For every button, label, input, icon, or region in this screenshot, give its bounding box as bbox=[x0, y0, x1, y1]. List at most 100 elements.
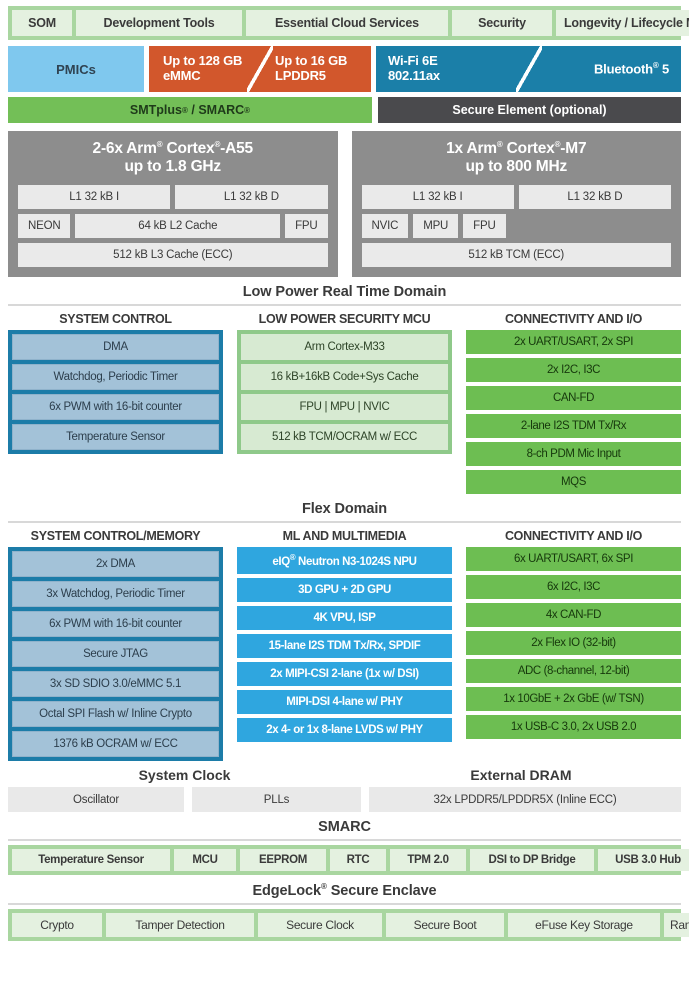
cpu-core-cell: MPU bbox=[413, 214, 459, 239]
lpddr5-line2: LPDDR5 bbox=[275, 68, 326, 83]
emmc-block: Up to 128 GB eMMC bbox=[149, 46, 259, 92]
feature-item: 16 kB+16kB Code+Sys Cache bbox=[241, 364, 448, 391]
feature-item: 6x PWM with 16-bit counter bbox=[12, 394, 219, 421]
som-chip: Development Tools bbox=[76, 10, 242, 36]
smarc-label: / SMARC bbox=[191, 103, 245, 117]
smarc-chip: MCU bbox=[174, 849, 236, 872]
cpu-core-cell: NVIC bbox=[361, 214, 409, 239]
feature-item: 512 kB TCM/OCRAM w/ ECC bbox=[241, 424, 448, 451]
som-chip: SOM bbox=[12, 10, 72, 36]
smarc-chip: Crypto bbox=[12, 912, 102, 937]
plls-box: PLLs bbox=[192, 787, 361, 813]
smtplus-label: SMTplus bbox=[129, 103, 182, 117]
memory-wireless-band: PMICs Up to 128 GB eMMC Up to 16 GB LPDD… bbox=[8, 46, 681, 92]
feature-item: 3x Watchdog, Periodic Timer bbox=[12, 581, 219, 608]
feature-item: 4K VPU, ISP bbox=[237, 605, 452, 630]
cpu-core-cell: NEON bbox=[18, 214, 71, 239]
form-factor-band: SMTplus® / SMARC® Secure Element (option… bbox=[8, 97, 681, 123]
domain1-title: Low Power Real Time Domain bbox=[242, 284, 447, 301]
feature-item: eIQ® Neutron N3-1024S NPU bbox=[237, 547, 452, 574]
smarc-chip: eFuse Key Storage bbox=[508, 912, 660, 937]
domain-column: ML AND MULTIMEDIA eIQ® Neutron N3-1024S N… bbox=[237, 529, 452, 742]
feature-item: Watchdog, Periodic Timer bbox=[12, 364, 219, 391]
edgelock-title: EdgeLock® Secure Enclave bbox=[252, 882, 437, 899]
secure-element-block: Secure Element (optional) bbox=[378, 97, 681, 123]
divider-2 bbox=[8, 521, 681, 524]
cpu-core-row: 512 kB L3 Cache (ECC) bbox=[18, 243, 328, 268]
feature-item: 2x I2C, I3C bbox=[466, 358, 681, 383]
som-chip: Essential Cloud Services bbox=[246, 10, 448, 36]
wifi-line1: Wi-Fi 6E bbox=[388, 53, 438, 69]
feature-item: Temperature Sensor bbox=[12, 424, 219, 451]
column-heading: ML AND MULTIMEDIA bbox=[282, 529, 407, 544]
feature-item: 2-lane I2S TDM Tx/Rx bbox=[466, 414, 681, 439]
item-stack: 2x UART/USART, 2x SPI 2x I2C, I3C CAN-FD 2-… bbox=[466, 330, 681, 495]
feature-item: Arm Cortex-M33 bbox=[241, 334, 448, 361]
feature-item: 3x SD SDIO 3.0/eMMC 5.1 bbox=[12, 671, 219, 698]
feature-item: 2x MIPI-CSI 2-lane (1x w/ DSI) bbox=[237, 661, 452, 686]
smarc-chip: DSI to DP Bridge bbox=[470, 849, 594, 872]
wifi-line2: 802.11ax bbox=[388, 68, 440, 83]
smarc-title: SMARC bbox=[318, 819, 371, 836]
clock-dram-headings: System Clock External DRAM bbox=[8, 767, 681, 783]
feature-item: Octal SPI Flash w/ Inline Crypto bbox=[12, 701, 219, 728]
cpu-core-cell: FPU bbox=[463, 214, 506, 239]
smarc-chip: Temperature Sensor bbox=[12, 849, 170, 872]
cpu-core-cell: L1 32 kB I bbox=[18, 185, 171, 210]
feature-item: 1376 kB OCRAM w/ ECC bbox=[12, 731, 219, 758]
cpu-core-row: 512 kB TCM (ECC) bbox=[361, 243, 671, 268]
feature-item: 4x CAN-FD bbox=[466, 603, 681, 628]
feature-item: 2x UART/USART, 2x SPI bbox=[466, 330, 681, 355]
feature-item: MQS bbox=[466, 470, 681, 495]
lpddr5-line1: Up to 16 GB bbox=[275, 53, 348, 69]
smarc-chip: USB 3.0 Hub bbox=[598, 849, 689, 872]
feature-item: CAN-FD bbox=[466, 386, 681, 411]
emmc-line2: eMMC bbox=[163, 68, 201, 83]
edgelock-tail: Secure Enclave bbox=[330, 882, 437, 899]
smarc-chip: EEPROM bbox=[240, 849, 326, 872]
column-heading: CONNECTIVITY AND I/O bbox=[504, 529, 643, 544]
domain-column: CONNECTIVITY AND I/O 2x UART/USART, 2x SP… bbox=[466, 312, 681, 495]
divider-3 bbox=[8, 839, 681, 842]
smtplus-smarc-block: SMTplus® / SMARC® bbox=[8, 97, 372, 123]
column-heading: SYSTEM CONTROL/MEMORY bbox=[30, 529, 201, 544]
feature-item: 2x 4- or 1x 8-lane LVDS w/ PHY bbox=[237, 717, 452, 742]
divider-4 bbox=[8, 902, 681, 905]
smarc-chip: Tamper Detection bbox=[106, 912, 254, 937]
cpu-core-cell: 64 kB L2 Cache bbox=[75, 214, 281, 239]
cpu-core-cell: 512 kB L3 Cache (ECC) bbox=[18, 243, 328, 268]
cpu-core-cell: L1 32 kB D bbox=[518, 185, 671, 210]
divider-1 bbox=[8, 304, 681, 307]
smarc-chip: TPM 2.0 bbox=[390, 849, 466, 872]
feature-item: ADC (8-channel, 12-bit) bbox=[466, 659, 681, 684]
lpddr5-block: Up to 16 GB LPDDR5 bbox=[259, 46, 371, 92]
external-dram-heading: External DRAM bbox=[470, 767, 572, 784]
dram-box: 32x LPDDR5/LPDDR5X (Inline ECC) bbox=[369, 787, 681, 813]
pmic-block: PMICs bbox=[8, 46, 144, 92]
feature-item: 8-ch PDM Mic Input bbox=[466, 442, 681, 467]
clock-dram-row: Oscillator PLLs 32x LPDDR5/LPDDR5X (Inli… bbox=[8, 787, 681, 813]
cpu-core-cell: L1 32 kB I bbox=[361, 185, 514, 210]
column-heading: CONNECTIVITY AND I/O bbox=[504, 312, 643, 327]
som-chip: Security bbox=[452, 10, 552, 36]
